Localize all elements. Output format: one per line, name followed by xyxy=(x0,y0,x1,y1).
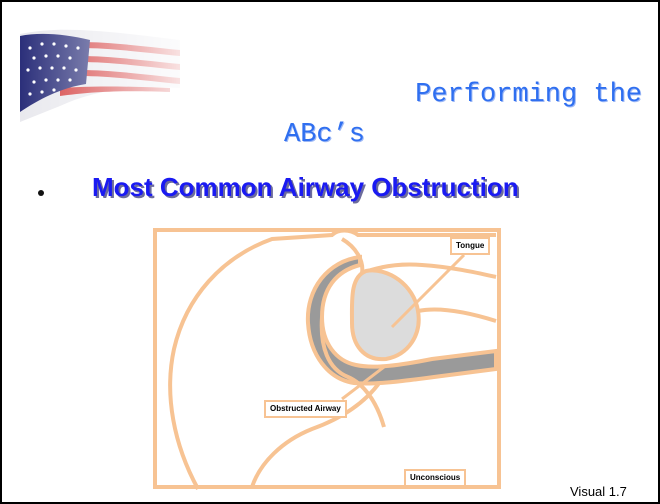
american-flag-icon xyxy=(20,26,180,126)
slide-title-line1: Performing the xyxy=(302,80,642,110)
label-tongue: Tongue xyxy=(450,237,490,255)
slide-title-line2: ABc’s xyxy=(284,120,365,150)
bullet-dot xyxy=(38,190,44,196)
label-obstructed-airway: Obstructed Airway xyxy=(264,400,347,418)
visual-number: Visual 1.7 xyxy=(570,484,627,499)
airway-obstruction-diagram xyxy=(152,227,502,490)
label-unconscious: Unconscious xyxy=(404,469,466,487)
bullet-text: Most Common Airway Obstruction xyxy=(92,172,519,203)
